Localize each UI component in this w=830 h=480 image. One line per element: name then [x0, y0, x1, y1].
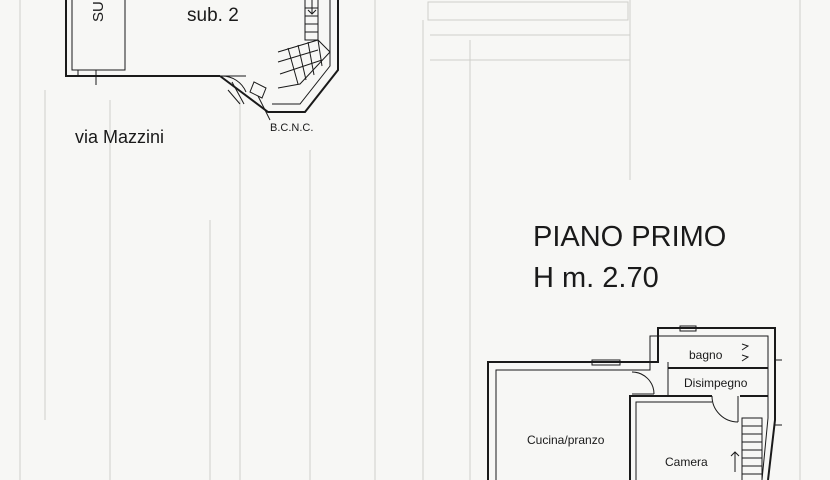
room-disimpegno: Disimpegno: [684, 376, 748, 390]
ground-floor-stair: [277, 0, 331, 89]
sub-label: sub. 2: [187, 5, 239, 26]
bcnc-label: B.C.N.C.: [270, 122, 313, 134]
first-floor-stair: [730, 417, 763, 480]
ground-floor-plan: [65, 0, 339, 121]
room-bagno: bagno: [689, 348, 723, 362]
street-label: via Mazzini: [75, 127, 164, 147]
floor-title: PIANO PRIMO: [533, 221, 726, 253]
first-floor-plan: [487, 325, 782, 480]
edge-label: SU: [90, 1, 107, 22]
room-camera: Camera: [665, 455, 708, 469]
background-ghost-lines: [19, 0, 801, 480]
room-cucina: Cucina/pranzo: [527, 433, 605, 447]
floor-height: H m. 2.70: [533, 262, 659, 294]
